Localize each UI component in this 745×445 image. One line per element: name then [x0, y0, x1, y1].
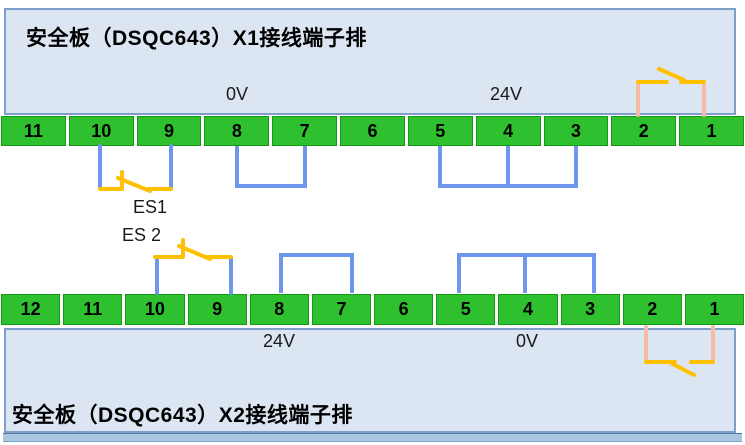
x2-terminal-10: 10	[125, 294, 185, 325]
x2-terminal-2: 2	[622, 294, 682, 325]
x1-terminal-8: 8	[204, 116, 270, 146]
x1-panel: 安全板（DSQC643）X1接线端子排	[4, 8, 736, 115]
x2-terminal-8: 8	[249, 294, 309, 325]
x1-terminal-6: 6	[340, 116, 405, 146]
x2-terminal-4: 4	[498, 294, 558, 325]
x1-jumper-5-4-3	[438, 146, 578, 188]
x2-terminal-11: 11	[63, 294, 123, 325]
x1-terminal-7: 7	[272, 116, 338, 146]
x1-terminal-4: 4	[475, 116, 541, 146]
x1-terminal-10: 10	[68, 116, 134, 146]
x1-0v-label: 0V	[225, 84, 249, 104]
x1-terminal-2: 2	[611, 116, 677, 146]
x2-terminal-1: 1	[684, 294, 745, 325]
x1-panel-title: 安全板（DSQC643）X1接线端子排	[26, 27, 367, 50]
x2-terminal-12: 12	[1, 294, 61, 325]
x2-panel: 安全板（DSQC643）X2接线端子排	[4, 328, 736, 433]
x2-jumper-5-4-3	[457, 253, 596, 293]
x1-jumper-8-7	[235, 146, 307, 188]
bottom-edge-bar	[3, 433, 742, 442]
x2-24v-label: 24V	[262, 331, 296, 351]
x2-0v-label: 0V	[515, 331, 539, 351]
x1-es1-circuit	[98, 144, 173, 193]
x2-terminal-3: 3	[560, 294, 620, 325]
x2-terminal-6: 6	[374, 294, 434, 325]
es2-switch-label: ES 2	[122, 225, 162, 245]
x1-terminal-9: 9	[136, 116, 202, 146]
x2-terminal-9: 9	[187, 294, 247, 325]
x1-terminal-1: 1	[679, 116, 744, 146]
x1-terminal-5: 5	[407, 116, 473, 146]
es1-switch-label: ES1	[133, 197, 168, 217]
x1-terminal-11: 11	[1, 116, 66, 146]
x2-terminal-7: 7	[311, 294, 372, 325]
x2-terminal-5: 5	[436, 294, 496, 325]
x1-24v-label: 24V	[489, 84, 523, 104]
x2-terminal-strip: 12 11 10 9 8 7 6 5 4 3 2 1	[1, 294, 745, 325]
x2-jumper-8-7	[279, 253, 354, 293]
x2-es2-circuit	[153, 238, 233, 295]
x1-terminal-strip: 11 10 9 8 7 6 5 4 3 2 1	[1, 116, 744, 146]
x1-terminal-3: 3	[543, 116, 609, 146]
x2-panel-title: 安全板（DSQC643）X2接线端子排	[12, 404, 353, 427]
